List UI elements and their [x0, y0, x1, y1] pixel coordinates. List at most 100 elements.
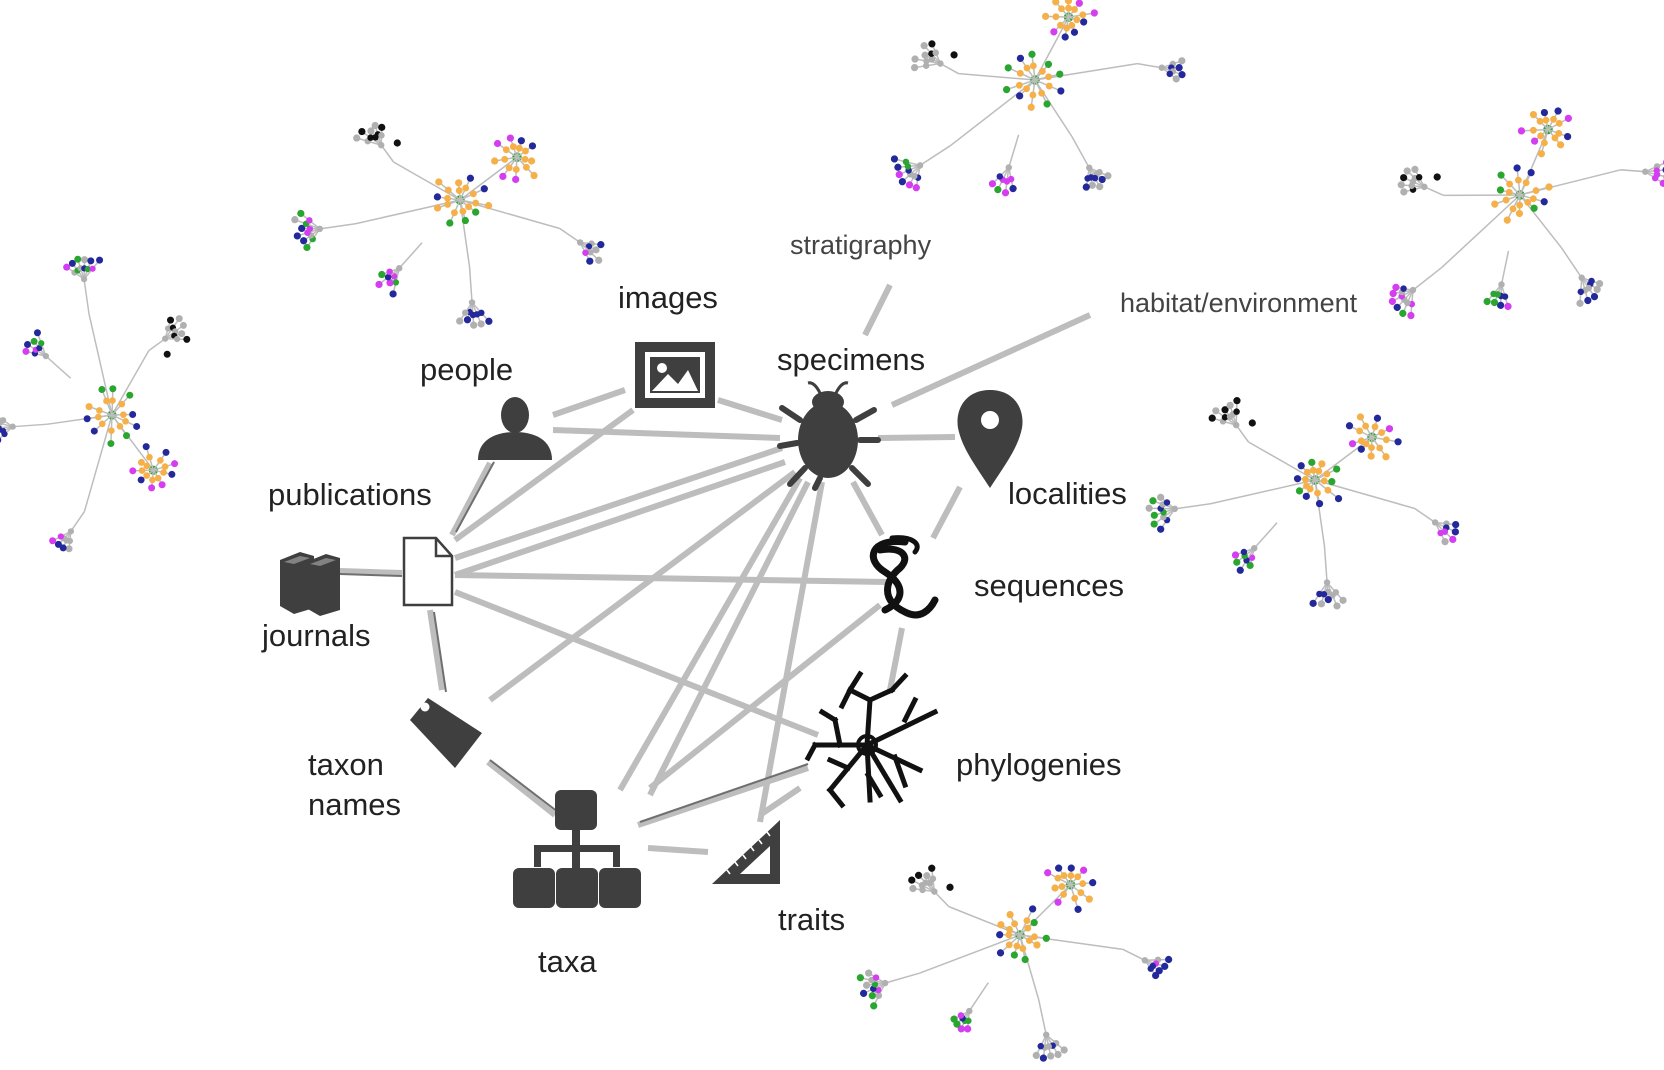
- cluster-node: [462, 184, 470, 192]
- cluster-node: [1016, 92, 1024, 100]
- cluster-node: [1515, 209, 1524, 218]
- cluster-node: [358, 127, 366, 136]
- cluster-node: [1537, 132, 1545, 140]
- edge-highlights: [339, 461, 809, 823]
- cluster-node: [1005, 164, 1012, 171]
- cluster-node: [1551, 134, 1559, 142]
- cluster-link: [919, 934, 1021, 974]
- cluster-node: [868, 992, 876, 1000]
- cluster-node: [1160, 513, 1167, 521]
- cluster-node: [1411, 165, 1419, 174]
- cluster-node: [1161, 962, 1169, 970]
- cluster-node: [996, 173, 1004, 180]
- cluster-link: [1500, 250, 1510, 285]
- cluster-node: [585, 243, 593, 250]
- cluster-node: [81, 256, 89, 264]
- cluster-node: [576, 239, 584, 246]
- cluster-node: [1357, 445, 1365, 453]
- cluster-node: [499, 172, 507, 181]
- cluster-node: [1503, 216, 1511, 224]
- cluster-node: [1540, 198, 1548, 206]
- cluster-node: [171, 460, 179, 468]
- cluster-node: [1068, 22, 1076, 29]
- cluster-node: [1449, 535, 1457, 544]
- cluster-node: [1490, 290, 1497, 298]
- cluster-node: [463, 316, 472, 324]
- cluster-node: [1315, 500, 1324, 508]
- cluster-node: [433, 204, 442, 212]
- cluster-node: [1057, 87, 1065, 95]
- cluster-node: [68, 259, 76, 267]
- cluster-node: [484, 202, 493, 210]
- cluster-link: [1424, 186, 1444, 197]
- cluster-node: [528, 142, 537, 150]
- cluster-node: [1527, 169, 1535, 177]
- cluster-node: [59, 544, 67, 552]
- cluster-node: [129, 411, 137, 419]
- cluster-node: [371, 121, 379, 130]
- cluster-node: [89, 265, 96, 272]
- cluster-link: [70, 511, 86, 532]
- cluster-node: [1054, 898, 1062, 906]
- cluster-node: [522, 147, 529, 155]
- cluster-node: [179, 321, 187, 329]
- cluster-node: [1047, 1052, 1055, 1060]
- cluster-node: [164, 325, 172, 332]
- cluster-node: [30, 337, 38, 345]
- cluster-node: [1246, 561, 1254, 570]
- cluster-node: [157, 457, 164, 464]
- cluster-node: [1382, 453, 1390, 461]
- cluster-node: [154, 474, 162, 482]
- dna-icon: [869, 535, 939, 619]
- cluster-node: [118, 400, 126, 408]
- cluster-node: [1029, 62, 1037, 70]
- cluster-node: [162, 448, 170, 456]
- cluster-node: [1045, 82, 1053, 90]
- cluster-node: [367, 134, 374, 141]
- cluster-node: [911, 55, 919, 63]
- cluster-node: [1356, 413, 1365, 421]
- cluster-node: [1400, 285, 1407, 292]
- cluster-node: [1505, 188, 1513, 196]
- label-phylogenies: phylogenies: [956, 747, 1122, 782]
- cluster-node: [98, 386, 106, 394]
- cluster-node: [1042, 934, 1050, 942]
- cluster-node: [1393, 303, 1401, 311]
- cluster-node: [895, 170, 903, 179]
- cluster-node: [1050, 28, 1058, 36]
- cluster-link: [1560, 247, 1583, 279]
- cluster-node: [107, 440, 115, 448]
- cluster-node: [1080, 866, 1088, 874]
- cluster-link: [111, 350, 150, 416]
- cluster-node: [306, 217, 313, 224]
- cluster-node: [1421, 183, 1428, 191]
- cluster-node: [530, 171, 538, 180]
- cluster-node: [375, 280, 383, 289]
- cluster-node: [1530, 204, 1538, 212]
- cluster-node: [1550, 115, 1557, 123]
- cluster-node: [946, 883, 954, 891]
- cluster-node: [63, 263, 71, 271]
- label-taxon-names-line2: names: [308, 787, 402, 822]
- cluster-node: [582, 249, 589, 256]
- cluster-node: [389, 290, 397, 298]
- cluster-node: [1152, 971, 1160, 980]
- cluster-node: [517, 137, 525, 145]
- cluster-node: [1529, 195, 1537, 203]
- cluster-node: [456, 317, 464, 325]
- cluster-node: [1659, 179, 1664, 187]
- cluster-node: [1005, 931, 1013, 939]
- cluster-node: [506, 134, 514, 142]
- cluster-node: [528, 157, 536, 165]
- cluster-node: [587, 249, 594, 256]
- cluster-node: [859, 989, 868, 997]
- cluster-node: [1023, 917, 1031, 925]
- cluster-node: [595, 256, 603, 264]
- cluster-node: [38, 340, 45, 347]
- cluster-node: [862, 981, 871, 989]
- cluster-node: [923, 872, 931, 880]
- cluster-node: [597, 241, 605, 249]
- cluster-node: [1334, 494, 1343, 503]
- cluster-node: [133, 422, 141, 430]
